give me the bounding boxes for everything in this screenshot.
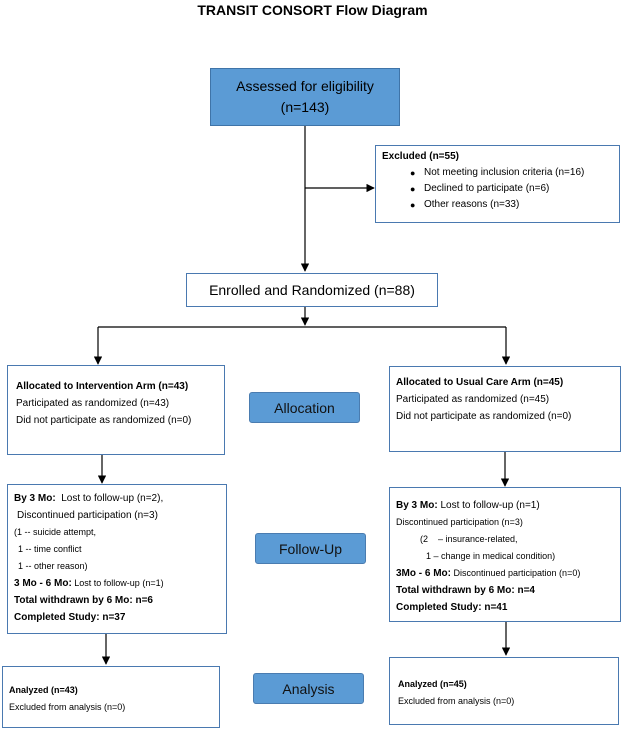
usual-care-not-participated: Did not participate as randomized (n=0): [396, 411, 572, 422]
usual-care-fu-6mo-discontinued: Discontinued participation (n=0): [451, 568, 581, 578]
bullet-icon: ●: [410, 200, 416, 210]
intervention-followup-box: By 3 Mo: Lost to follow-up (n=2), Discon…: [7, 484, 227, 634]
usual-care-fu-reason1: (2 – insurance-related,: [420, 534, 518, 544]
bullet-icon: ●: [410, 168, 416, 178]
assessed-label: Assessed for eligibility: [236, 78, 374, 94]
excluded-item-label: Other reasons (n=33): [424, 199, 520, 210]
excluded-item-label: Not meeting inclusion criteria (n=16): [424, 167, 585, 178]
intervention-fu-6mo: 3 Mo - 6 Mo: Lost to follow-up (n=1): [14, 575, 220, 592]
intervention-analyzed: Analyzed (n=43): [9, 685, 78, 695]
enrolled-label: Enrolled and Randomized (n=88): [209, 282, 415, 298]
usual-care-followup-box: By 3 Mo: Lost to follow-up (n=1) Discont…: [389, 487, 621, 622]
usual-care-fu-reason2: 1 – change in medical condition): [426, 551, 556, 561]
excluded-item-label: Declined to participate (n=6): [424, 183, 550, 194]
intervention-fu-reason3: 1 -- other reason): [18, 561, 88, 571]
intervention-fu-discontinued: Discontinued participation (n=3): [17, 510, 158, 521]
usual-care-fu-6mo: 3Mo - 6 Mo: Discontinued participation (…: [396, 565, 614, 582]
diagram-title: TRANSIT CONSORT Flow Diagram: [197, 2, 428, 18]
stage-analysis: Analysis: [253, 673, 364, 704]
intervention-fu-3mo: By 3 Mo: Lost to follow-up (n=2),: [14, 490, 220, 507]
intervention-fu-3mo-label: By 3 Mo:: [14, 493, 56, 504]
intervention-not-participated: Did not participate as randomized (n=0): [16, 415, 192, 426]
intervention-fu-6mo-label: 3 Mo - 6 Mo:: [14, 578, 72, 589]
stage-followup: Follow-Up: [255, 533, 366, 564]
excluded-item: ● Not meeting inclusion criteria (n=16): [410, 165, 613, 181]
usual-care-fu-lost: Lost to follow-up (n=1): [437, 500, 540, 511]
usual-care-analysis-box: Analyzed (n=45) Excluded from analysis (…: [389, 657, 619, 725]
intervention-fu-completed: Completed Study: n=37: [14, 612, 126, 623]
usual-care-excluded-analysis: Excluded from analysis (n=0): [398, 696, 515, 706]
bullet-icon: ●: [410, 184, 416, 194]
excluded-box: Excluded (n=55) ● Not meeting inclusion c…: [375, 145, 620, 223]
excluded-list: ● Not meeting inclusion criteria (n=16) ●…: [382, 165, 613, 213]
intervention-allocated: Allocated to Intervention Arm (n=43): [16, 381, 189, 392]
intervention-participated: Participated as randomized (n=43): [16, 398, 170, 409]
intervention-fu-reason2: 1 -- time conflict: [18, 544, 82, 554]
stage-allocation: Allocation: [249, 392, 360, 423]
usual-care-fu-3mo: By 3 Mo: Lost to follow-up (n=1): [396, 497, 614, 514]
usual-care-allocation-box: Allocated to Usual Care Arm (n=45) Parti…: [389, 366, 621, 452]
usual-care-fu-6mo-label: 3Mo - 6 Mo:: [396, 568, 451, 579]
enrolled-box: Enrolled and Randomized (n=88): [186, 273, 438, 307]
intervention-analysis-box: Analyzed (n=43) Excluded from analysis (…: [2, 666, 220, 728]
usual-care-participated: Participated as randomized (n=45): [396, 394, 550, 405]
excluded-item: ● Declined to participate (n=6): [410, 181, 613, 197]
intervention-fu-total: Total withdrawn by 6 Mo: n=6: [14, 595, 153, 606]
excluded-header: Excluded (n=55): [382, 151, 459, 162]
usual-care-allocated: Allocated to Usual Care Arm (n=45): [396, 377, 564, 388]
intervention-fu-6mo-lost: Lost to follow-up (n=1): [71, 578, 164, 588]
usual-care-fu-3mo-label: By 3 Mo:: [396, 500, 438, 511]
intervention-fu-lost: Lost to follow-up (n=2),: [55, 493, 164, 504]
usual-care-fu-completed: Completed Study: n=41: [396, 602, 508, 613]
usual-care-fu-discontinued: Discontinued participation (n=3): [396, 517, 523, 527]
assessed-count: (n=143): [280, 99, 330, 115]
assessed-box: Assessed for eligibility (n=143): [210, 68, 400, 126]
intervention-allocation-box: Allocated to Intervention Arm (n=43) Par…: [7, 365, 225, 455]
intervention-fu-reason1: (1 -- suicide attempt,: [14, 527, 97, 537]
usual-care-analyzed: Analyzed (n=45): [398, 679, 467, 689]
usual-care-fu-total: Total withdrawn by 6 Mo: n=4: [396, 585, 535, 596]
excluded-item: ● Other reasons (n=33): [410, 197, 613, 213]
intervention-excluded-analysis: Excluded from analysis (n=0): [9, 702, 126, 712]
